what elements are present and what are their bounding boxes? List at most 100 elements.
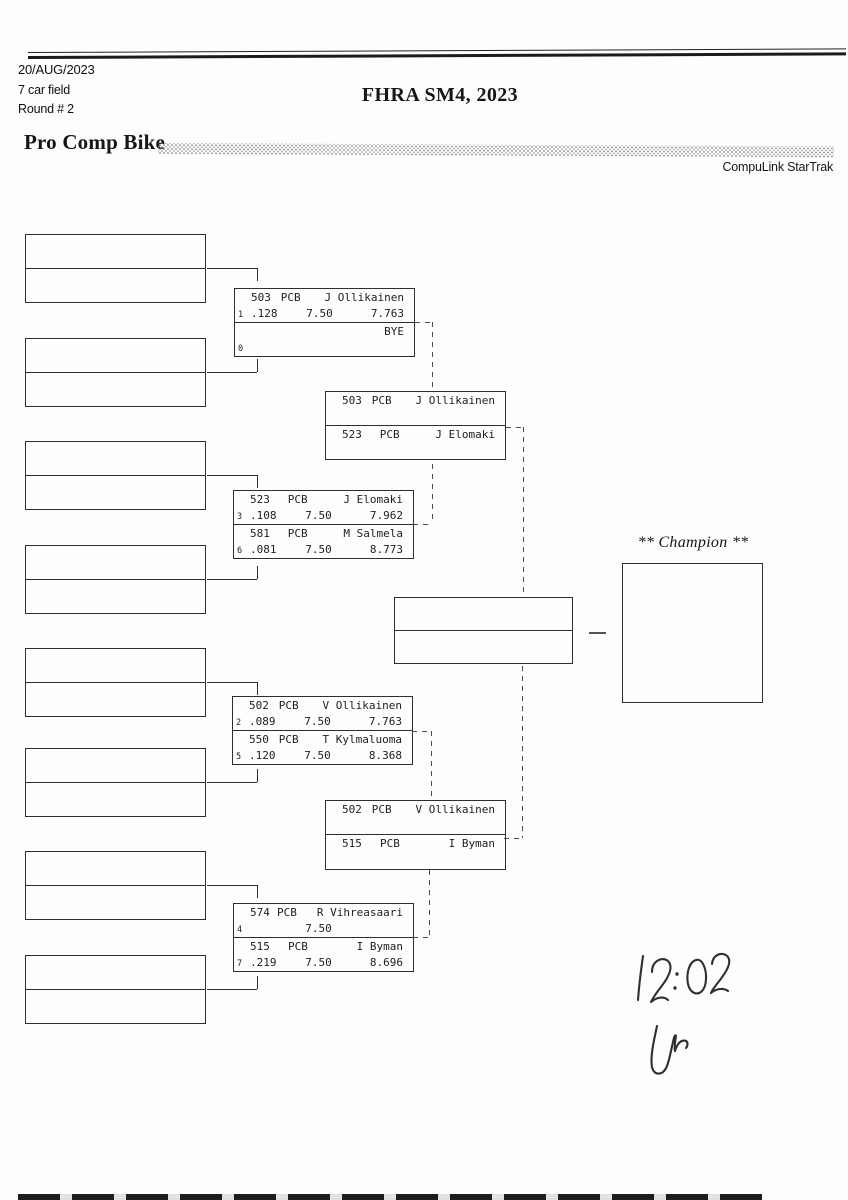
- connector-line: [257, 566, 258, 579]
- qualify-position: 1: [238, 310, 244, 320]
- dial-in: 7.50: [305, 542, 332, 556]
- car-number: 515: [250, 939, 270, 953]
- dashed-connector: [431, 731, 432, 800]
- driver-name: T Kylmaluoma: [322, 732, 402, 746]
- dial-in: 7.50: [305, 922, 332, 935]
- dashed-connector: [413, 524, 432, 525]
- top-rule-thick: [27, 52, 846, 59]
- class-code: PCB: [278, 699, 299, 712]
- match-box-r2-2: 523 PCB J Elomaki 3 .108 7.50 7.962 581 …: [233, 490, 414, 559]
- qualify-position: 7: [237, 958, 243, 969]
- open-slot-box-7: [25, 851, 206, 920]
- class-code: PCB: [278, 732, 299, 746]
- round-number: Round # 2: [18, 102, 74, 116]
- event-date: 20/AUG/2023: [18, 62, 95, 77]
- class-code: PCB: [371, 803, 392, 816]
- connector-line: [207, 268, 257, 269]
- connector-line: [207, 475, 257, 476]
- dashed-connector: [413, 937, 429, 938]
- dial-in: 7.50: [305, 509, 332, 522]
- elapsed-time: 7.962: [369, 509, 403, 522]
- connector-line: [257, 475, 258, 488]
- qualify-position: 2: [236, 718, 242, 728]
- event-title: FHRA SM4, 2023: [361, 84, 519, 106]
- connector-line: [207, 579, 257, 580]
- reaction-time: [251, 341, 293, 356]
- open-slot-box-6: [25, 748, 206, 817]
- match-box-r2-4: 574 PCB R Vihreasaari 4 7.50 515 PCB I B…: [233, 903, 414, 972]
- driver-name: V Ollikainen: [322, 699, 402, 712]
- final-to-champion-line: [589, 632, 606, 634]
- open-slot-box-1: [25, 234, 206, 303]
- dashed-connector: [522, 666, 523, 838]
- open-slot-box-5: [25, 648, 206, 717]
- dashed-connector: [412, 731, 431, 732]
- elapsed-time: 8.368: [368, 748, 402, 762]
- class-code: PCB: [380, 837, 400, 850]
- elapsed-time: [345, 922, 403, 937]
- qualify-position: 4: [237, 925, 243, 935]
- elapsed-time: 7.763: [370, 307, 404, 320]
- dial-in: 7.50: [306, 307, 333, 320]
- field-size: 7 car field: [18, 83, 70, 97]
- connector-line: [257, 268, 258, 281]
- qualify-position: 3: [237, 512, 243, 522]
- class-code: PCB: [379, 427, 400, 441]
- class-code: PCB: [288, 939, 308, 953]
- dashed-connector: [415, 322, 432, 323]
- dashed-connector: [506, 427, 523, 428]
- elapsed-time: 8.696: [369, 955, 403, 969]
- handwriting-layer: [636, 952, 731, 1075]
- car-number: [251, 325, 289, 340]
- champion-label: ** Champion **: [637, 534, 749, 551]
- driver-name: V Ollikainen: [415, 803, 495, 816]
- driver-name: J Ollikainen: [415, 394, 495, 407]
- car-number: 550: [249, 732, 269, 746]
- driver-name: R Vihreasaari: [316, 906, 403, 919]
- match-box-r2-3: 502 PCB V Ollikainen 2 .089 7.50 7.763 5…: [232, 696, 413, 765]
- car-number: 581: [250, 526, 270, 540]
- dial-in: [293, 341, 346, 356]
- reaction-time: [250, 922, 292, 937]
- class-code: PCB: [277, 906, 297, 919]
- dashed-connector: [432, 464, 433, 524]
- reaction-time: .120: [249, 748, 276, 762]
- dashed-connector: [523, 427, 524, 597]
- reaction-time: .089: [249, 715, 276, 728]
- class-code: [289, 325, 345, 340]
- dashed-connector: [429, 870, 430, 937]
- car-number: 502: [342, 803, 362, 816]
- connector-line: [257, 885, 258, 898]
- dial-in: 7.50: [305, 955, 332, 969]
- handwritten-time: [636, 952, 731, 1004]
- class-heading: Pro Comp Bike: [24, 130, 166, 154]
- reaction-time: .108: [250, 509, 277, 522]
- connector-line: [257, 769, 258, 782]
- car-number: 574: [250, 906, 270, 919]
- connector-line: [207, 682, 257, 683]
- class-heading-dotted-rule: [157, 143, 835, 158]
- dashed-connector: [432, 322, 433, 391]
- dashed-connector: [504, 838, 522, 839]
- connector-line: [257, 976, 258, 989]
- car-number: 515: [342, 837, 362, 850]
- match-box-r2-1: 503 PCB J Ollikainen 1 .128 7.50 7.763 B…: [234, 288, 415, 357]
- car-number: 523: [250, 493, 270, 506]
- driver-name: M Salmela: [343, 526, 403, 540]
- open-slot-box-3: [25, 441, 206, 510]
- connector-line: [207, 885, 257, 886]
- open-slot-box-2: [25, 338, 206, 407]
- bottom-rule: [18, 1194, 762, 1200]
- elapsed-time: 7.763: [368, 715, 402, 728]
- car-number: 503: [251, 291, 271, 304]
- reaction-time: .128: [251, 307, 278, 320]
- qualify-position: 6: [237, 545, 243, 556]
- qualify-position: 5: [236, 751, 242, 762]
- bye-label: BYE: [384, 324, 404, 338]
- driver-name: I Byman: [356, 939, 403, 953]
- connector-line: [257, 359, 258, 372]
- class-code: PCB: [287, 493, 308, 506]
- elapsed-time: 8.773: [369, 542, 403, 556]
- car-number: 502: [249, 699, 269, 712]
